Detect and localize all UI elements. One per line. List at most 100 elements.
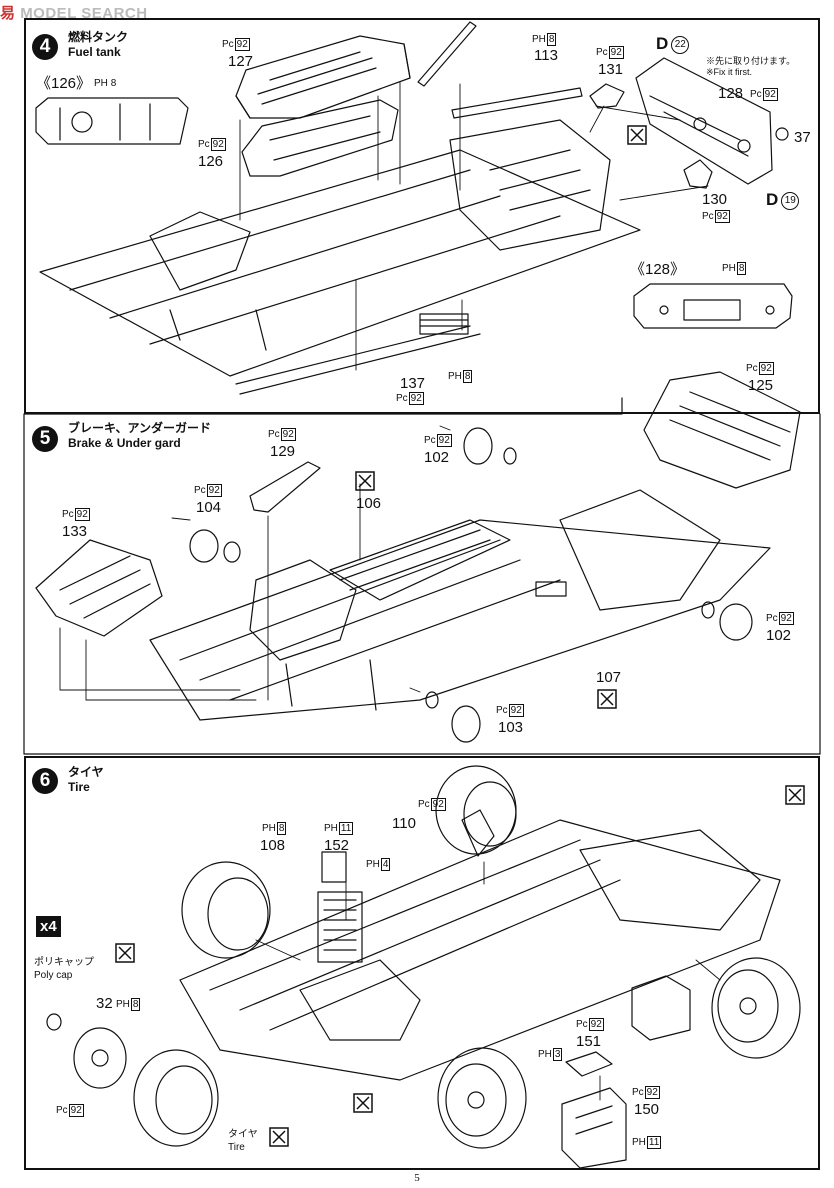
glue-icon	[785, 785, 805, 805]
mat-ph: PH	[324, 823, 338, 834]
mat-pc: Pc	[750, 89, 762, 100]
glue-icon	[115, 943, 135, 963]
glue-icon	[269, 1127, 289, 1147]
part-32: 32	[96, 995, 113, 1012]
guard-125	[643, 371, 801, 489]
callout-126: 《126》	[36, 75, 92, 92]
note-ja: ※先に取り付けます。	[706, 56, 796, 66]
mat-ph: PH	[94, 78, 108, 89]
mat-ph: PH	[262, 823, 276, 834]
part-137: 137	[400, 375, 426, 392]
mat-pc: Pc	[424, 435, 436, 446]
tire-rear-right	[711, 957, 801, 1059]
part-130-shape	[683, 159, 713, 189]
part-103: 103	[498, 719, 524, 736]
mat-num: 92	[280, 428, 296, 441]
wheel-exploded	[46, 1013, 219, 1147]
step-6-panel	[24, 756, 820, 1170]
part-107: 107	[596, 669, 622, 686]
tire-en: Tire	[228, 1142, 245, 1153]
mat-num: 8	[110, 78, 117, 89]
step-5-badge: 5	[32, 426, 58, 452]
step-4-badge: 4	[32, 34, 58, 60]
plate-128	[635, 57, 773, 185]
chassis-step5	[149, 489, 771, 721]
chassis-step4	[39, 119, 641, 395]
chassis-step6	[179, 819, 781, 1081]
part-37: 37	[794, 129, 811, 146]
mat-num: 92	[762, 88, 778, 101]
step-6-title-en: Tire	[68, 780, 90, 794]
mat-num: 92	[210, 138, 226, 151]
part-150: 150	[634, 1101, 660, 1118]
mat-ph: PH	[532, 34, 546, 45]
mat-ph: PH	[632, 1137, 646, 1148]
mat-pc: Pc	[632, 1087, 644, 1098]
fuel-tank-127	[235, 35, 411, 119]
polycap-en: Poly cap	[34, 970, 73, 981]
mat-num: 8	[276, 822, 287, 835]
box-near-150	[631, 975, 691, 1041]
seat-150	[561, 1087, 627, 1169]
step-4-title-en: Fuel tank	[68, 45, 121, 59]
mat-pc: Pc	[746, 363, 758, 374]
mat-num: 92	[508, 704, 524, 717]
part-129: 129	[270, 443, 296, 460]
part-110: 110	[392, 815, 416, 832]
mat-pc: Pc	[702, 211, 714, 222]
mat-ph: PH	[538, 1049, 552, 1060]
mat-ph: PH	[722, 263, 736, 274]
part-126: 126	[198, 153, 224, 170]
watermark-en: MODEL SEARCH	[20, 5, 148, 22]
mat-num: 92	[778, 612, 794, 625]
glue-icon	[355, 471, 375, 491]
step-5-panel-border	[23, 397, 821, 755]
tire-label: タイヤ Tire	[228, 1128, 258, 1154]
mat-ph: PH	[366, 859, 380, 870]
tire-110	[435, 765, 517, 857]
x4-badge: x4	[36, 916, 61, 937]
part-151: 151	[576, 1033, 602, 1050]
mat-num: 8	[130, 998, 141, 1011]
mat-num: 92	[436, 434, 452, 447]
callout-126-shape	[35, 97, 189, 145]
polycap-label: ポリキャップ Poly cap	[34, 956, 94, 982]
watermark-cn: 易	[0, 5, 16, 22]
step-5-title: ブレーキ、アンダーガード Brake & Under gard	[68, 421, 211, 451]
bar-113	[417, 21, 583, 119]
part-129-shape	[249, 461, 321, 513]
mat-num: 92	[68, 1104, 84, 1117]
mat-pc: Pc	[62, 509, 74, 520]
mat-num: 4	[380, 858, 391, 871]
mat-pc: Pc	[496, 705, 508, 716]
tire-front-right	[437, 1047, 527, 1149]
mat-num: 8	[462, 370, 473, 383]
mat-pc: Pc	[268, 429, 280, 440]
mat-pc: Pc	[194, 485, 206, 496]
glue-icon	[597, 689, 617, 709]
step-5-title-en: Brake & Under gard	[68, 436, 181, 450]
part-37-shape	[775, 127, 789, 141]
mat-num: 11	[646, 1136, 662, 1149]
mat-num: 92	[588, 1018, 604, 1031]
d22-letter: D	[656, 34, 669, 53]
step-6-title-ja: タイヤ	[68, 765, 104, 779]
